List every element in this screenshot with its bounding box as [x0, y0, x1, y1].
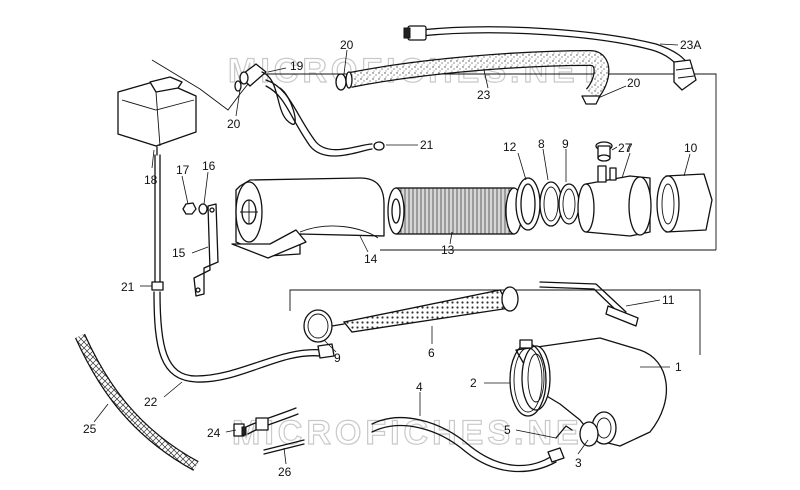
callout-5: 5: [504, 423, 511, 437]
drain-tube: [371, 417, 565, 473]
mesh-strainer: [331, 286, 519, 333]
reservoir-tank: [117, 76, 197, 156]
o-ring-lower: [303, 309, 333, 343]
callout-2: 2: [470, 376, 477, 390]
callout-24: 24: [207, 426, 221, 440]
callout-7: 7: [626, 141, 633, 155]
callout-23a: 23A: [680, 38, 701, 52]
callout-11: 11: [662, 293, 675, 307]
bolt-27: [595, 141, 613, 162]
callout-20-right: 20: [627, 76, 641, 90]
callout-4: 4: [416, 380, 423, 394]
small-clamp: [579, 421, 599, 447]
callout-18: 18: [144, 173, 158, 187]
callout-22: 22: [144, 395, 158, 409]
drain-hose: [151, 154, 335, 383]
callout-20-left: 20: [227, 117, 241, 131]
end-cap: [656, 173, 713, 233]
callout-19: 19: [290, 59, 304, 73]
clamp-band: [509, 339, 547, 417]
filter-group-frame: [289, 289, 701, 355]
hose-end-5: [555, 425, 573, 439]
bent-rod: [539, 281, 639, 327]
washer-16: [198, 203, 208, 215]
seal-ring-12: [515, 177, 541, 231]
callout-12: 12: [503, 140, 517, 154]
callout-9-upper: 9: [562, 137, 569, 151]
callout-25: 25: [83, 422, 97, 436]
ring-9: [558, 183, 580, 225]
callout-13: 13: [441, 243, 455, 257]
callout-16: 16: [202, 159, 216, 173]
bracket-15: [193, 203, 219, 297]
filter-sleeve: [577, 165, 652, 237]
callout-26: 26: [278, 465, 292, 479]
callout-9-lower: 9: [334, 351, 341, 365]
callout-27: 27: [618, 141, 632, 155]
speckled-hose: [335, 49, 610, 105]
nut-17: [182, 202, 197, 215]
filter-cartridge: [387, 187, 523, 235]
callout-15: 15: [172, 246, 186, 260]
callout-23: 23: [477, 88, 491, 102]
callout-6: 6: [428, 346, 435, 360]
callout-3: 3: [575, 456, 582, 470]
callout-20-top: 20: [340, 38, 354, 52]
air-box-housing: [231, 177, 385, 259]
callout-17: 17: [176, 163, 190, 177]
callout-21-left: 21: [121, 280, 135, 294]
callout-8: 8: [538, 137, 545, 151]
callout-14: 14: [364, 252, 378, 266]
callout-1: 1: [675, 360, 682, 374]
upper-hose: [403, 25, 697, 91]
hose-clamp-left: [234, 71, 249, 92]
callout-21-right: 21: [420, 138, 434, 152]
callout-10: 10: [684, 141, 698, 155]
braided-hose: [74, 333, 199, 471]
leader-lines: [93, 43, 691, 465]
callout-labels: 1 2 3 4 5 6 7 8 9 9 10 11 12 13 14 15 16…: [83, 38, 701, 479]
